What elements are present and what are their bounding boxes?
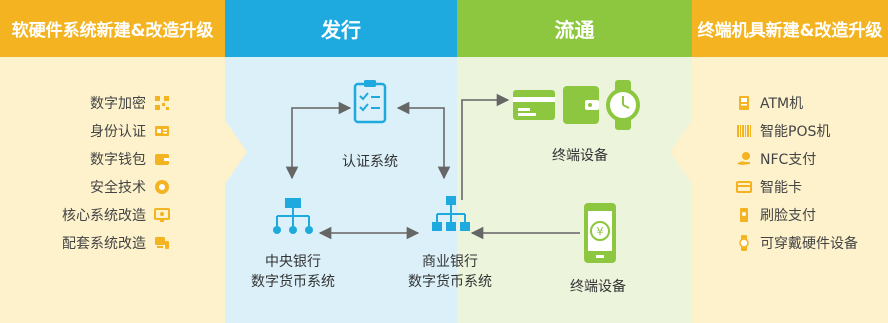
commercial-bank-label: 商业银行 数字货币系统	[400, 252, 500, 292]
arrow-commercial-terminal-top	[461, 93, 510, 200]
central-bank-name: 中央银行	[265, 254, 321, 270]
left-feature-list: 数字加密 身份认证 数字钱包 安全技术 核心系统改造 配套系统改造	[0, 89, 170, 257]
commercial-bank-name: 商业银行	[422, 254, 478, 270]
list-item-label: NFC支付	[760, 152, 817, 168]
header-issue: 发行	[225, 0, 457, 57]
wallet-icon	[563, 86, 599, 124]
list-item-label: 智能POS机	[760, 124, 831, 140]
header-circulation: 流通	[457, 0, 692, 57]
terminal-bottom-label: 终端设备	[570, 279, 626, 295]
issue-panel	[225, 57, 457, 323]
list-item: 刷脸支付	[736, 201, 886, 229]
auth-system-label: 认证系统	[342, 154, 398, 170]
bank-card-icon	[513, 90, 555, 120]
right-panel	[692, 57, 888, 323]
list-item-label: 安全技术	[90, 180, 146, 196]
list-item-label: 身份认证	[90, 124, 146, 140]
monitor-icon	[154, 208, 170, 222]
watch-icon	[739, 235, 749, 251]
central-bank-label: 中央银行 数字货币系统	[243, 252, 343, 292]
card-icon	[736, 181, 752, 193]
barcode-icon	[737, 125, 751, 137]
commercial-bank-system: 数字货币系统	[408, 274, 492, 290]
list-item-label: 可穿戴硬件设备	[760, 236, 858, 252]
id-card-icon	[155, 126, 169, 136]
list-item: 数字加密	[0, 89, 170, 117]
org-chart-icon	[273, 198, 313, 234]
list-item: 可穿戴硬件设备	[736, 229, 886, 257]
header-right: 终端机具新建&改造升级	[692, 0, 888, 57]
list-item: 智能POS机	[736, 117, 886, 145]
list-item-label: 核心系统改造	[62, 208, 146, 224]
list-item-label: 数字加密	[90, 96, 146, 112]
left-panel	[0, 57, 225, 323]
list-item: 身份认证	[0, 117, 170, 145]
list-item: 配套系统改造	[0, 229, 170, 257]
list-item: 智能卡	[736, 173, 886, 201]
list-item: 核心系统改造	[0, 201, 170, 229]
right-notch	[670, 120, 692, 184]
header-left: 软硬件系统新建&改造升级	[0, 0, 225, 57]
central-bank-system: 数字货币系统	[251, 274, 335, 290]
wallet-icon	[155, 154, 169, 165]
list-item: NFC支付	[736, 145, 886, 173]
atm-icon	[739, 96, 749, 110]
svg-text:¥: ¥	[597, 225, 604, 238]
list-item-label: 智能卡	[760, 180, 802, 196]
qr-grid-icon	[155, 96, 169, 110]
list-item-label: ATM机	[760, 96, 804, 112]
list-item: 安全技术	[0, 173, 170, 201]
list-item: ATM机	[736, 89, 886, 117]
watch-icon	[606, 80, 640, 130]
smartphone-icon: ¥	[584, 203, 616, 263]
aperture-icon	[155, 180, 169, 194]
hand-coin-icon	[737, 152, 750, 165]
clipboard-icon	[353, 80, 387, 124]
list-item-label: 刷脸支付	[760, 208, 816, 224]
list-item: 数字钱包	[0, 145, 170, 173]
devices-icon	[155, 237, 169, 249]
right-feature-list: ATM机 智能POS机 NFC支付 智能卡 刷脸支付 可穿戴硬件设备	[736, 89, 886, 257]
list-item-label: 数字钱包	[90, 152, 146, 168]
org-tree-icon	[432, 196, 470, 231]
left-notch	[225, 120, 247, 184]
terminal-top-label: 终端设备	[552, 148, 608, 164]
face-pay-icon	[740, 208, 748, 222]
arrow-auth-central	[285, 101, 352, 180]
arrow-auth-commercial	[396, 101, 451, 180]
list-item-label: 配套系统改造	[62, 236, 146, 252]
